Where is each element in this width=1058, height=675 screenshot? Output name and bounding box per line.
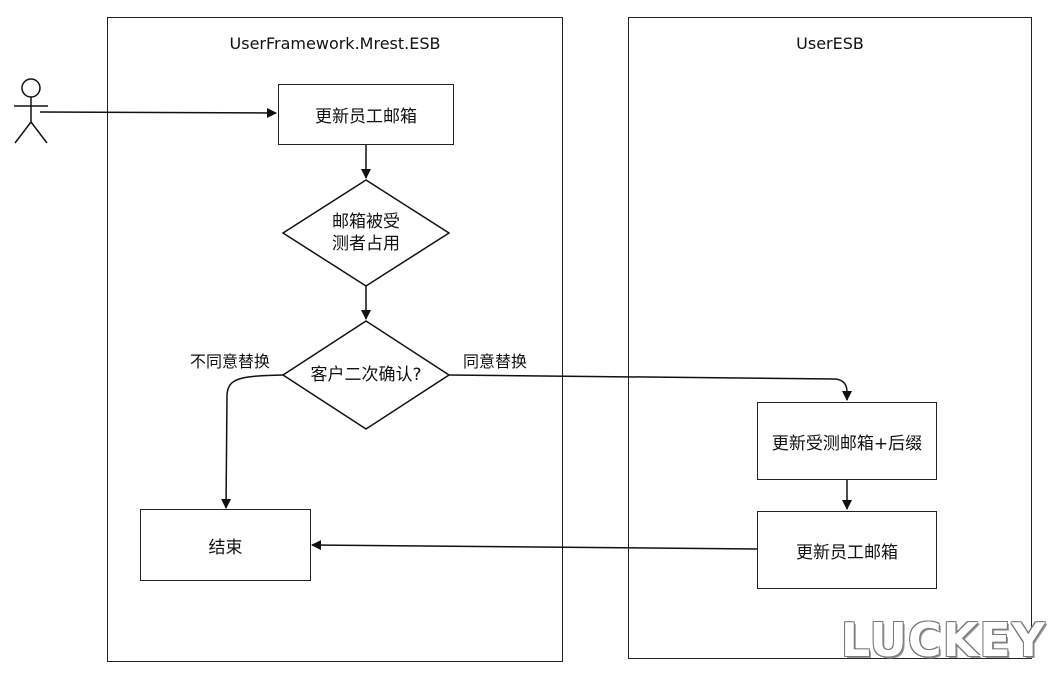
watermark-logo: LUCKEY: [840, 613, 1046, 667]
pool-right: UserESB: [628, 17, 1032, 659]
decision-customer-confirm: [281, 320, 451, 430]
pool-left-title: UserFramework.Mrest.ESB: [229, 34, 441, 53]
node-email-occupied-line2: 测者占用: [332, 234, 400, 254]
edge-label-disagree: 不同意替换: [190, 352, 271, 371]
actor-icon: [14, 78, 48, 144]
edge-agree-to-subject: [448, 374, 852, 401]
node-update-email-right: 更新员工邮箱: [757, 511, 937, 589]
node-customer-confirm-text: 客户二次确认?: [310, 365, 422, 385]
node-email-occupied-line1: 邮箱被受: [332, 212, 400, 232]
edge-actor-to-update: [39, 107, 277, 118]
node-update-subject-email: 更新受测邮箱+后缀: [757, 402, 937, 480]
node-update-email-left: 更新员工邮箱: [278, 84, 454, 145]
pool-right-title: UserESB: [796, 34, 864, 53]
node-email-occupied-text: 邮箱被受 测者占用: [300, 210, 432, 256]
edge-label-agree: 同意替换: [463, 352, 528, 371]
edge-update-right-to-end: [311, 540, 758, 551]
edge-disagree-to-end: [221, 374, 284, 509]
node-end: 结束: [140, 509, 311, 581]
pool-left: UserFramework.Mrest.ESB: [107, 17, 563, 662]
